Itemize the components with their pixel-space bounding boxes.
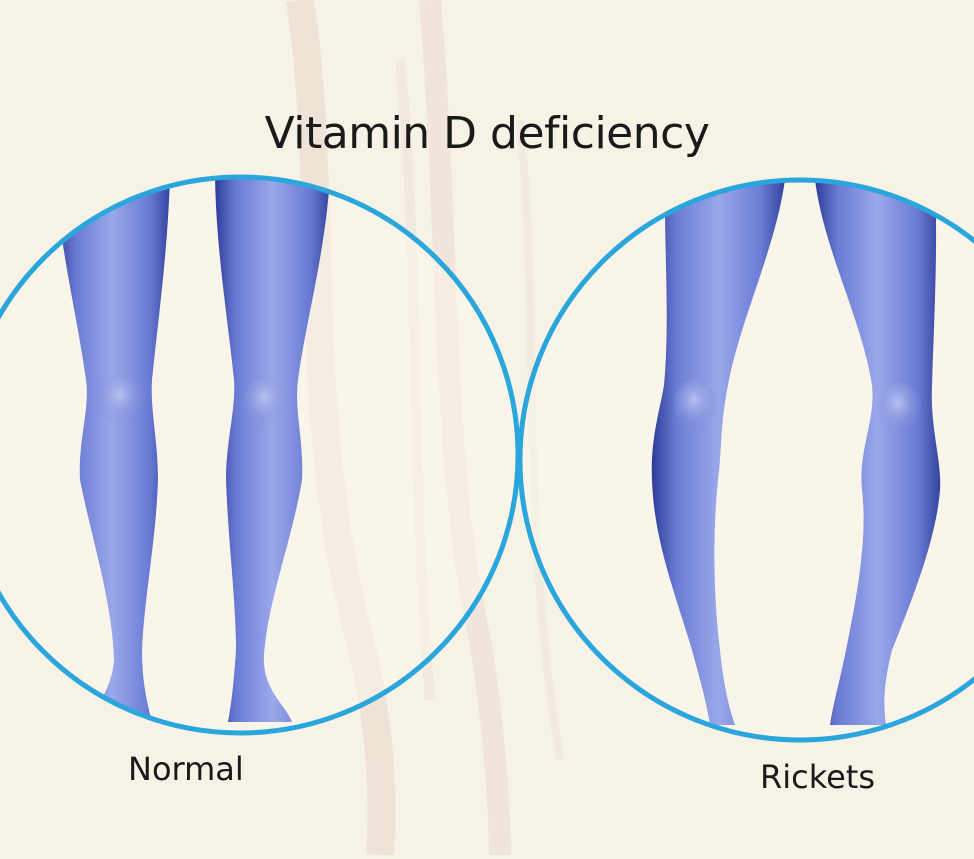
panel-rickets [520,180,974,740]
caption-rickets: Rickets [760,758,875,796]
panel-normal [0,175,518,733]
normal-knee-left [100,374,144,426]
diagram-title: Vitamin D deficiency [0,108,974,159]
rickets-knee-right [878,382,922,434]
normal-knee-right [244,376,288,428]
caption-normal: Normal [128,750,244,788]
rickets-knee-left [674,379,718,431]
